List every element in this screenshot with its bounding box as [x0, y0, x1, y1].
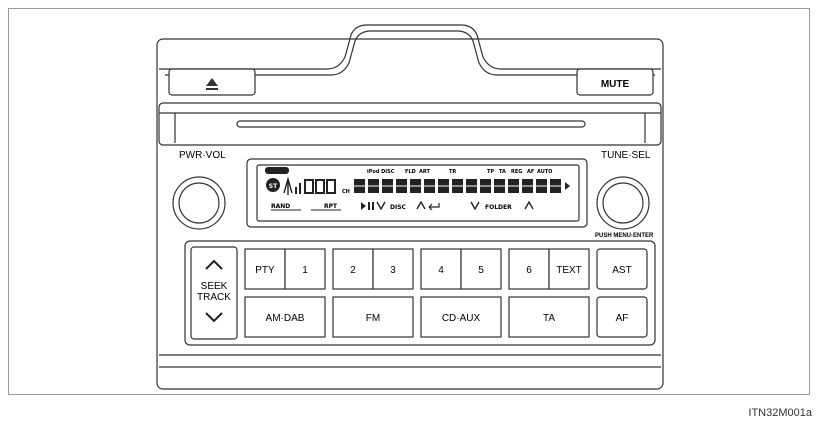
- lcd-digit-group-small: [304, 179, 336, 194]
- preset-2-button[interactable]: 2: [332, 248, 374, 290]
- ind-auto: AUTO: [537, 169, 552, 175]
- af-button[interactable]: AF: [596, 296, 648, 338]
- folder-up-icon: [524, 200, 534, 210]
- ta-button[interactable]: TA: [508, 296, 590, 338]
- svg-text:AST: AST: [612, 265, 631, 276]
- pwr-vol-label: PWR·VOL: [179, 150, 226, 161]
- mute-label: MUTE: [601, 79, 630, 90]
- preset-6-button[interactable]: 6: [508, 248, 550, 290]
- antenna-icon: [283, 176, 293, 195]
- play-pause-icon: [361, 202, 366, 210]
- faceplate-outline: [156, 38, 664, 390]
- ind-art: ART: [419, 169, 430, 175]
- tune-sel-label: TUNE·SEL: [601, 150, 651, 161]
- svg-text:AF: AF: [616, 313, 629, 324]
- folder-indicator: FOLDER: [485, 204, 512, 211]
- ind-tr: TR: [449, 169, 456, 175]
- tune-sel-knob[interactable]: [596, 176, 650, 230]
- pty-button[interactable]: PTY: [244, 248, 286, 290]
- seek-down-icon: [205, 312, 223, 323]
- svg-text:5: 5: [478, 265, 484, 276]
- button-row-1: PTY 1 2 3 4 5: [244, 248, 590, 290]
- text-button[interactable]: TEXT: [548, 248, 590, 290]
- figure-code: ITN32M001a: [748, 407, 812, 419]
- folder-down-icon: [470, 201, 480, 211]
- ind-af: AF: [527, 169, 534, 175]
- svg-text:AM·DAB: AM·DAB: [266, 313, 305, 324]
- st-indicator: [266, 178, 280, 192]
- ind-ta: TA: [499, 169, 506, 175]
- display-bezel: [246, 158, 588, 228]
- svg-text:ST: ST: [269, 183, 278, 190]
- preset-1-button[interactable]: 1: [284, 248, 326, 290]
- ast-button[interactable]: AST: [596, 248, 648, 290]
- fm-button[interactable]: FM: [332, 296, 414, 338]
- ind-tp: TP: [487, 169, 494, 175]
- svg-text:CH: CH: [342, 189, 350, 195]
- cd-aux-button[interactable]: CD·AUX: [420, 296, 502, 338]
- preset-5-button[interactable]: 5: [460, 248, 502, 290]
- lcd-content: ST CH iPod DISC FLD ART TR TP TA REG AF …: [265, 167, 570, 211]
- radio-diagram: MUTE PWR·VOL TUNE·SEL PUSH MENU·ENTER ST…: [156, 24, 664, 390]
- lcd-screen: [256, 164, 580, 222]
- preset-4-button[interactable]: 4: [420, 248, 462, 290]
- track-label: TRACK: [197, 292, 231, 303]
- cd-hood: [159, 24, 661, 70]
- cd-slot-band: [158, 102, 662, 146]
- ind-reg: REG: [511, 169, 522, 175]
- svg-text:6: 6: [526, 265, 532, 276]
- eject-button[interactable]: [168, 68, 256, 96]
- disc-down-icon: [376, 201, 386, 211]
- rpt-indicator: RPT: [324, 203, 338, 210]
- figure-frame: MUTE PWR·VOL TUNE·SEL PUSH MENU·ENTER ST…: [8, 8, 810, 395]
- svg-text:2: 2: [350, 265, 356, 276]
- seek-up-icon: [205, 259, 223, 270]
- eject-icon: [206, 78, 218, 86]
- svg-text:PTY: PTY: [255, 265, 275, 276]
- button-block: [184, 240, 656, 346]
- svg-text:4: 4: [438, 265, 444, 276]
- seek-label: SEEK: [201, 281, 228, 292]
- svg-text:FM: FM: [366, 313, 380, 324]
- preset-3-button[interactable]: 3: [372, 248, 414, 290]
- svg-text:1: 1: [302, 265, 308, 276]
- cd-hood-inner: [165, 30, 655, 76]
- button-row-2: AM·DAB FM CD·AUX TA: [244, 296, 590, 338]
- mute-button[interactable]: MUTE: [576, 68, 654, 96]
- signal-bars: [299, 183, 301, 194]
- ind-fld: FLD: [405, 169, 416, 175]
- svg-text:CD·AUX: CD·AUX: [442, 313, 481, 324]
- lcd-cd-icon: [265, 167, 289, 174]
- disc-up-icon: [416, 200, 426, 210]
- ind-ipod-disc: iPod DISC: [367, 169, 395, 175]
- push-menu-enter-label: PUSH MENU·ENTER: [595, 233, 654, 239]
- svg-text:TA: TA: [543, 313, 555, 324]
- seek-track-button[interactable]: SEEK TRACK: [190, 246, 238, 340]
- svg-text:TEXT: TEXT: [556, 265, 582, 276]
- am-dab-button[interactable]: AM·DAB: [244, 296, 326, 338]
- pwr-vol-knob[interactable]: [172, 176, 226, 230]
- rand-indicator: RAND: [271, 203, 290, 210]
- disc-indicator: DISC: [390, 204, 407, 211]
- back-icon: [428, 203, 440, 211]
- svg-text:3: 3: [390, 265, 396, 276]
- cd-slot: [236, 120, 586, 128]
